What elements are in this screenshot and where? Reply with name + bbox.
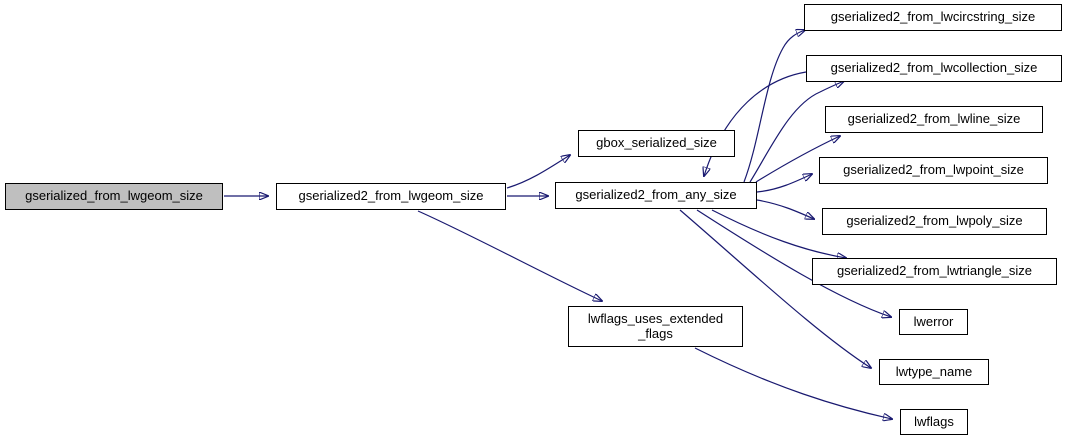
node-label-line1: lwflags_uses_extended xyxy=(587,310,724,326)
edge-anysize-to-lwtypename xyxy=(679,209,871,368)
node-lwerror[interactable]: lwerror xyxy=(899,309,968,335)
edge-anysize-to-point xyxy=(756,174,812,193)
node-gserialized2-from-lwgeom-size[interactable]: gserialized2_from_lwgeom_size xyxy=(276,183,506,210)
node-lwflags[interactable]: lwflags xyxy=(900,409,968,435)
node-gserialized2-from-lwcollection-size[interactable]: gserialized2_from_lwcollection_size xyxy=(806,55,1062,82)
edge-anysize-to-lwerror xyxy=(696,209,891,317)
edge-anysize-to-line xyxy=(755,136,840,183)
edge-anysize-to-triangle xyxy=(711,209,846,258)
node-label: gserialized2_from_lwpoly_size xyxy=(846,213,1023,229)
edge-anysize-to-circstring xyxy=(743,30,805,183)
node-gserialized2-from-lwcircstring-size[interactable]: gserialized2_from_lwcircstring_size xyxy=(804,4,1062,31)
node-lwtype-name[interactable]: lwtype_name xyxy=(879,359,989,385)
node-label: gbox_serialized_size xyxy=(596,135,717,151)
edge-lwgeom2-to-extflags xyxy=(417,210,602,301)
node-label: gserialized2_from_any_size xyxy=(575,187,737,203)
node-lwflags-uses-extended-flags[interactable]: lwflags_uses_extended _flags xyxy=(568,306,743,347)
edge-collection-to-anysize xyxy=(704,71,807,176)
node-label: gserialized_from_lwgeom_size xyxy=(25,188,203,204)
node-label: gserialized2_from_lwpoint_size xyxy=(843,162,1024,178)
node-gserialized2-from-lwpoly-size[interactable]: gserialized2_from_lwpoly_size xyxy=(822,208,1047,235)
edge-anysize-to-collection xyxy=(749,81,844,183)
node-gserialized2-from-lwpoint-size[interactable]: gserialized2_from_lwpoint_size xyxy=(819,157,1048,184)
node-label: gserialized2_from_lwline_size xyxy=(847,111,1021,127)
node-label: gserialized2_from_lwgeom_size xyxy=(298,188,484,204)
node-label: lwerror xyxy=(913,313,954,329)
node-gbox-serialized-size[interactable]: gbox_serialized_size xyxy=(578,130,735,157)
node-label: gserialized2_from_lwtriangle_size xyxy=(836,263,1033,279)
node-label: lwflags xyxy=(914,413,954,429)
edge-lwgeom2-to-gbox xyxy=(506,155,570,189)
node-gserialized2-from-lwtriangle-size[interactable]: gserialized2_from_lwtriangle_size xyxy=(812,258,1057,285)
edge-extflags-to-lwflags xyxy=(694,347,892,419)
node-label-line2: _flags xyxy=(638,325,673,341)
node-gserialized2-from-lwline-size[interactable]: gserialized2_from_lwline_size xyxy=(825,106,1043,133)
node-label: lwtype_name xyxy=(895,363,973,379)
node-label: gserialized2_from_lwcollection_size xyxy=(830,60,1038,76)
node-gserialized2-from-any-size[interactable]: gserialized2_from_any_size xyxy=(555,182,757,209)
node-gserialized-from-lwgeom-size: gserialized_from_lwgeom_size xyxy=(5,183,223,210)
edge-anysize-to-poly xyxy=(756,199,814,219)
node-label: gserialized2_from_lwcircstring_size xyxy=(830,9,1036,25)
